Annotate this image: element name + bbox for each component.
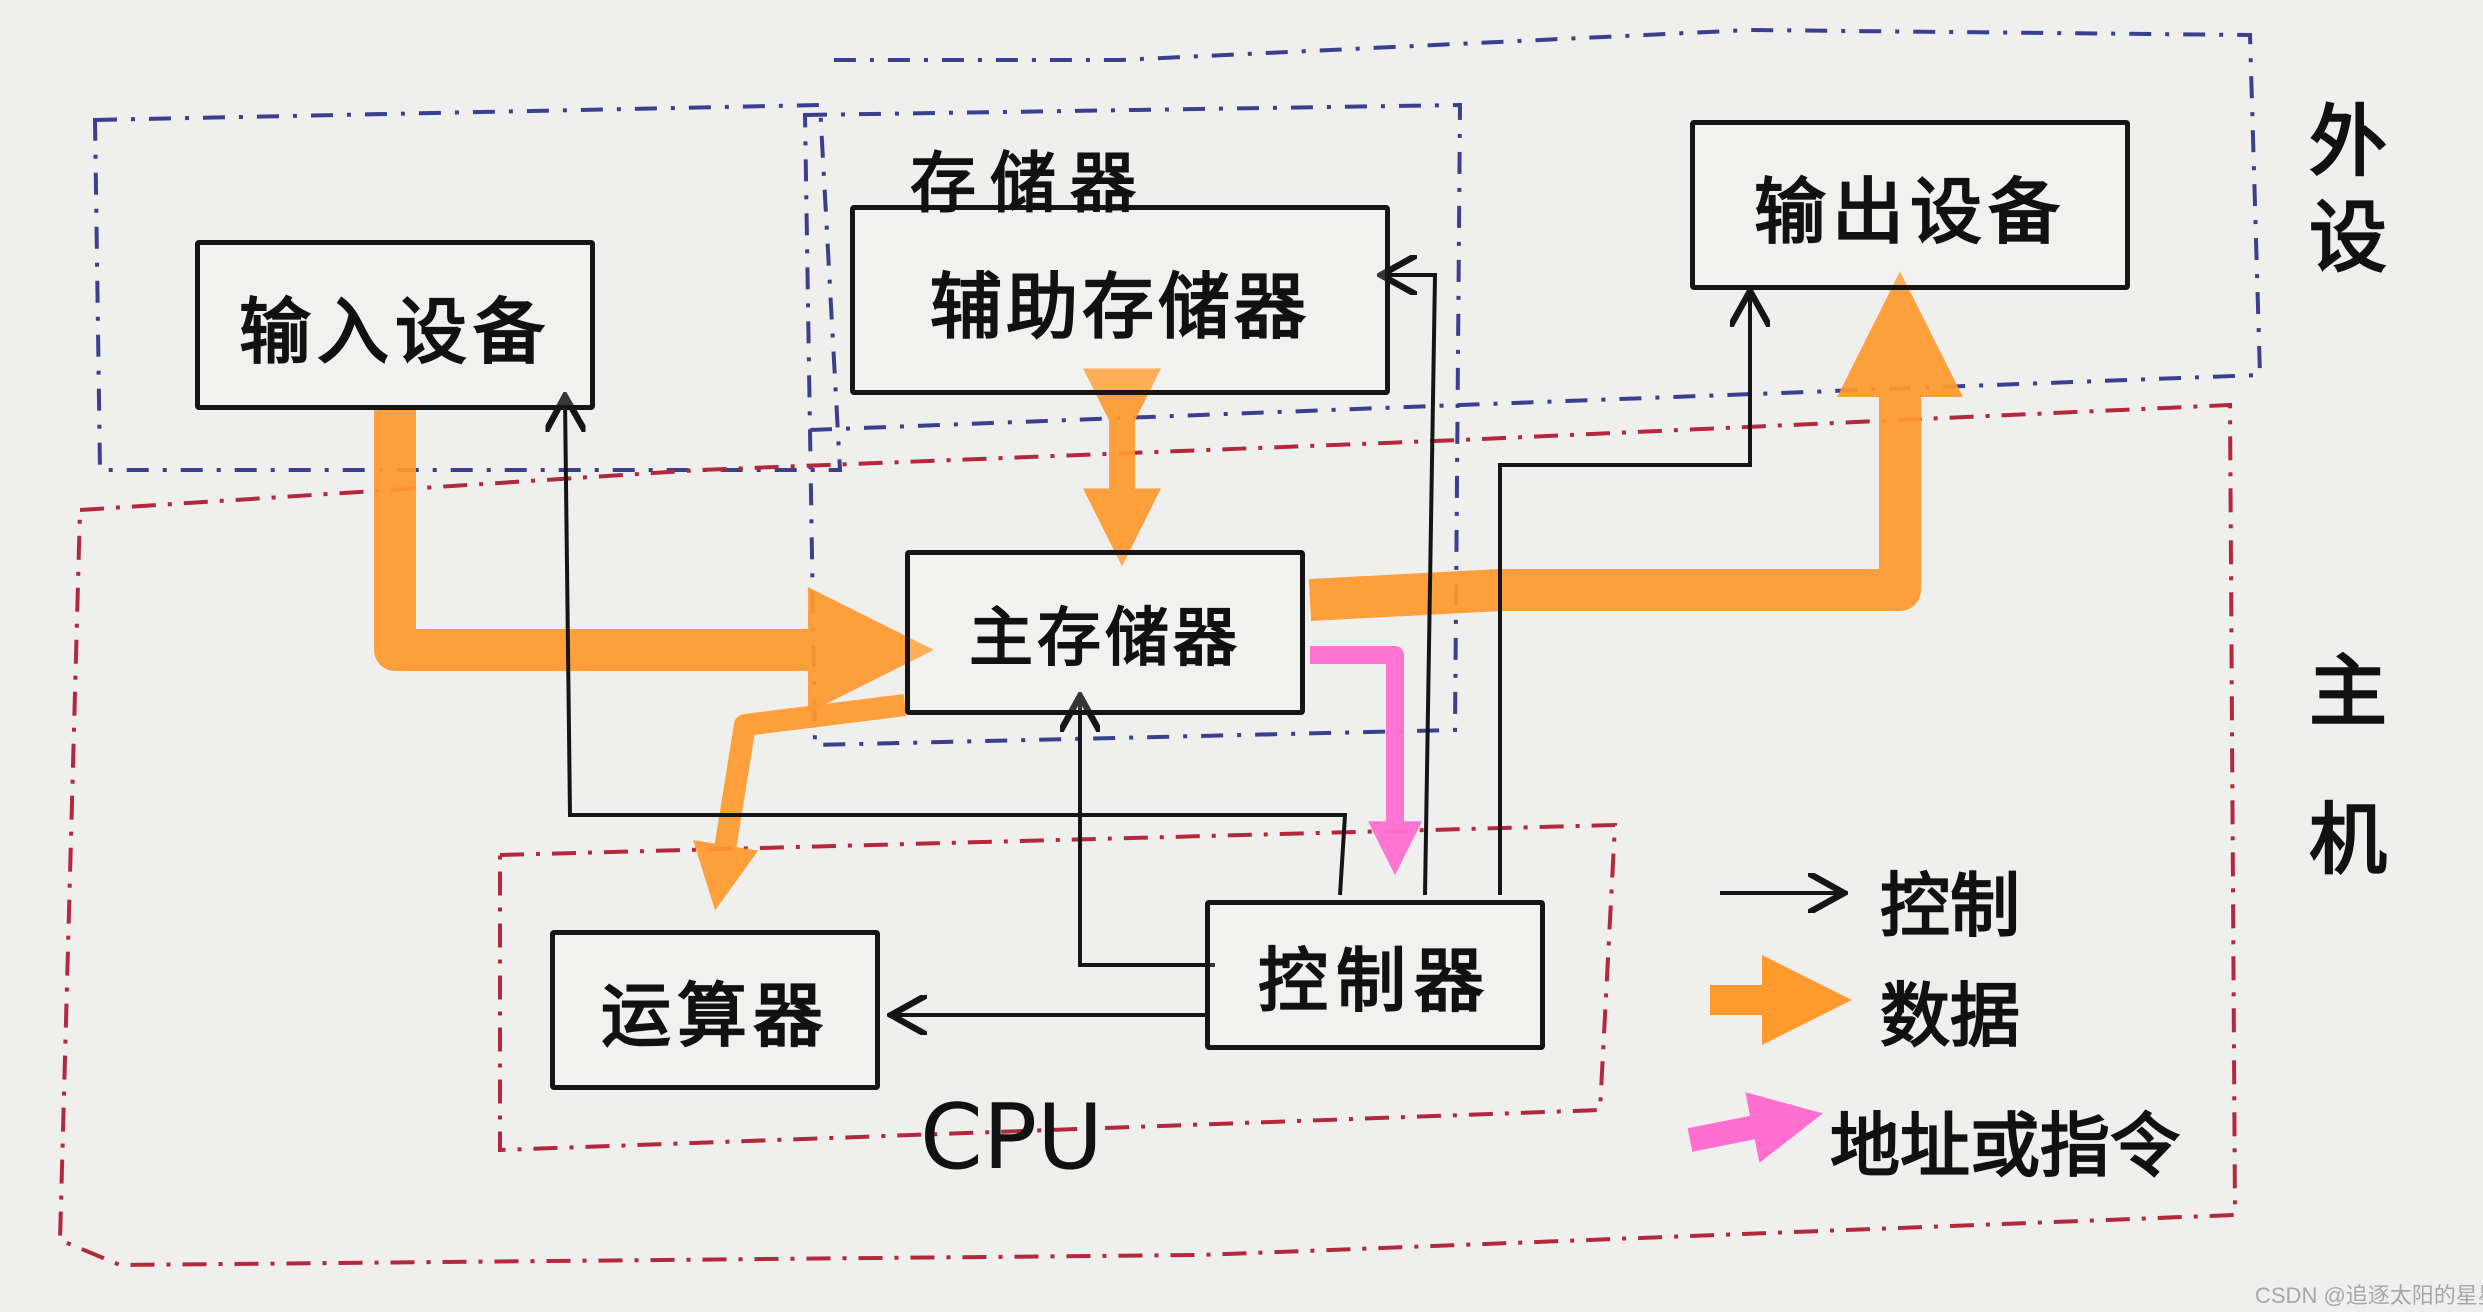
watermark: CSDN @追逐太阳的星星 [2255, 1283, 2483, 1308]
data-flow-memory-to-output [1308, 271, 1963, 621]
peripheral-region [92, 102, 843, 472]
storage-group-label: 存储器 [910, 144, 1150, 222]
peripheral-region-label: 外设 [2296, 100, 2387, 292]
input-device-label: 输入设备 [238, 288, 551, 374]
control-line-to-memory [1080, 700, 1215, 967]
aux-storage-label: 辅助存储器 [929, 263, 1310, 349]
legend-data-label: 数据 [1880, 974, 2020, 1057]
main-memory-box: 主存储器 [905, 550, 1305, 715]
aux-storage-box: 辅助存储器 [850, 205, 1390, 395]
data-flow-memory-to-alu [693, 694, 907, 911]
host-region-label: 主机 [2296, 650, 2387, 946]
main-memory-label: 主存储器 [969, 600, 1241, 676]
legend-address-arrow [1687, 1092, 1823, 1163]
controller-box: 控制器 [1205, 900, 1545, 1050]
address-flow-memory-to-controller [1310, 646, 1422, 876]
control-line-to-aux-storage [1385, 275, 1438, 896]
cpu-label: CPU [920, 1085, 1103, 1190]
storage-region [802, 102, 1463, 748]
alu-label: 运算器 [601, 973, 829, 1057]
output-device-label: 输出设备 [1753, 168, 2066, 254]
input-device-box: 输入设备 [195, 240, 595, 410]
cpu-region [498, 822, 1618, 1153]
peripheral-region-right [809, 27, 2263, 432]
legend-address-label: 地址或指令 [1830, 1104, 2180, 1187]
output-device-box: 输出设备 [1690, 120, 2130, 290]
data-flow-input-to-memory [374, 410, 934, 713]
controller-label: 控制器 [1258, 938, 1492, 1022]
control-line-to-output [1498, 295, 1750, 895]
legend-control-label: 控制 [1880, 864, 2020, 947]
alu-box: 运算器 [550, 930, 880, 1090]
control-line-to-input [565, 400, 1348, 896]
